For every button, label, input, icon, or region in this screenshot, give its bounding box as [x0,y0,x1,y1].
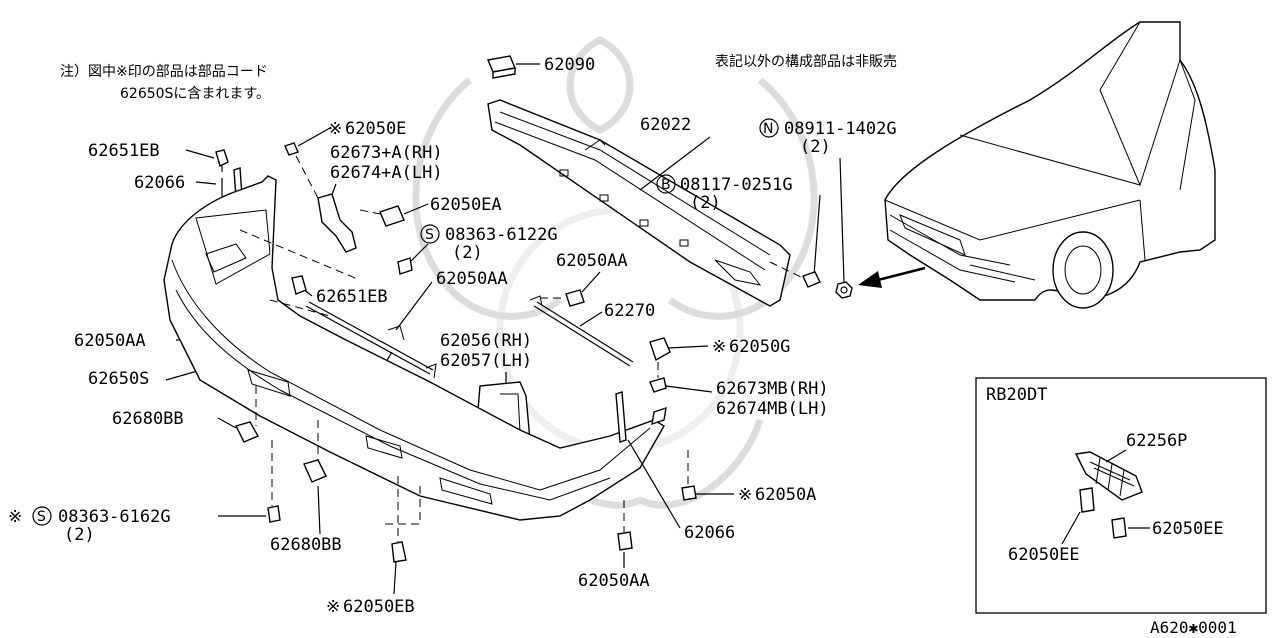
clip-62050ea [359,205,405,227]
label-62090: 62090 [544,55,595,75]
svg-text:S: S [37,509,46,525]
label-62050e: 62050E [345,119,406,139]
screw-08363-6122g [397,257,413,275]
label-62256p: 62256P [1126,431,1187,451]
label-08911-1402g: 08911-1402G [784,119,897,139]
svg-text:※: ※ [8,507,22,527]
label-62270-right: 62270 [604,301,655,321]
label-62050a: 62050A [755,485,816,505]
diagram-code: A620✱0001 [1150,618,1237,637]
label-62680bb-bottom: 62680BB [270,535,342,555]
clip-62651eb-top [215,149,229,172]
label-08363-6162g: 08363-6162G [58,507,171,527]
svg-text:B: B [661,177,671,193]
screw-08363-6162g [267,440,281,523]
clip-62050aa-upper [540,289,585,307]
note-line-1: 注）図中※印の部品は部品コード [60,64,268,80]
svg-text:※: ※ [738,485,752,505]
clip-62050e [284,142,299,156]
note-line-2: 62650Sに含まれます。 [120,86,270,102]
direction-arrow-icon [858,266,926,288]
circled-s-icon-1: S [420,224,440,244]
circled-b-icon: B [656,174,676,194]
svg-text:※: ※ [328,119,342,139]
rod-62270-right [529,295,634,367]
label-62050ea: 62050EA [430,195,502,215]
circled-n-icon: N [759,118,779,138]
nut-08911 [835,281,853,299]
label-62651eb-mid: 62651EB [316,287,388,307]
label-62066-left: 62066 [134,173,185,193]
bracket-62673mb [649,362,667,426]
label-62056-rh: 62056(RH) [440,331,532,351]
label-62674a: 62674+A(LH) [330,163,443,183]
label-62651eb-top: 62651EB [88,141,160,161]
note-not-sold: 表記以外の構成部品は非販売 [715,53,897,70]
asterisk-icon-2: ※ [712,337,726,357]
asterisk-icon-4: ※ [8,507,22,527]
part-62022-reinforcement [487,99,791,307]
car-illustration [884,21,1216,309]
label-62650s: 62650S [88,369,149,389]
inset-title: RB20DT [986,385,1047,405]
label-08363-6122g: 08363-6122G [445,225,558,245]
clip-62050g [649,337,671,362]
asterisk-icon-5: ※ [326,597,340,617]
label-62050aa-mid: 62050AA [436,269,508,289]
clip-62050eb [380,476,421,563]
svg-text:N: N [763,121,773,137]
label-62050g: 62050G [729,337,790,357]
asterisk-icon: ※ [328,119,342,139]
label-62674mb-lh: 62674MB(LH) [716,399,829,419]
label-62050ee-left: 62050EE [1008,545,1080,565]
label-08363-6162g-qty: (2) [64,525,95,545]
label-62680bb-top: 62680BB [112,409,184,429]
label-08117-0251g: 08117-0251G [680,175,793,195]
label-62050aa-bottom: 62050AA [578,571,650,591]
label-08117-qty: (2) [690,193,721,213]
screw-62050a [681,450,697,501]
bolt-08117 [769,261,821,288]
strip-62066-right [615,391,627,443]
svg-text:※: ※ [712,337,726,357]
label-62673mb-rh: 62673MB(RH) [716,379,829,399]
label-08363-6122g-qty: (2) [452,243,483,263]
label-62066-right: 62066 [684,523,735,543]
part-62090 [487,55,540,79]
asterisk-icon-3: ※ [738,485,752,505]
bracket-62673a [295,155,357,253]
svg-text:※: ※ [326,597,340,617]
label-62050eb: 62050EB [343,597,415,617]
label-62057-lh: 62057(LH) [440,351,532,371]
clip-62050aa-bottom [617,500,633,551]
label-62022: 62022 [640,115,691,135]
label-62050ee-right: 62050EE [1152,519,1224,539]
label-62050aa-left: 62050AA [74,331,146,351]
bracket-62680bb-top [234,386,259,443]
circled-s-icon-2: S [32,506,52,526]
part-62650s-bumper [163,175,665,521]
rod-62270-left [305,301,437,379]
bracket-62680bb-bottom [303,420,327,483]
label-62673a: 62673+A(RH) [330,143,443,163]
inset-rb20dt [975,377,1267,614]
clip-62651eb-mid [291,275,307,295]
label-08911-qty: (2) [800,137,831,157]
label-62050aa-upper: 62050AA [556,251,628,271]
svg-text:S: S [425,227,434,243]
